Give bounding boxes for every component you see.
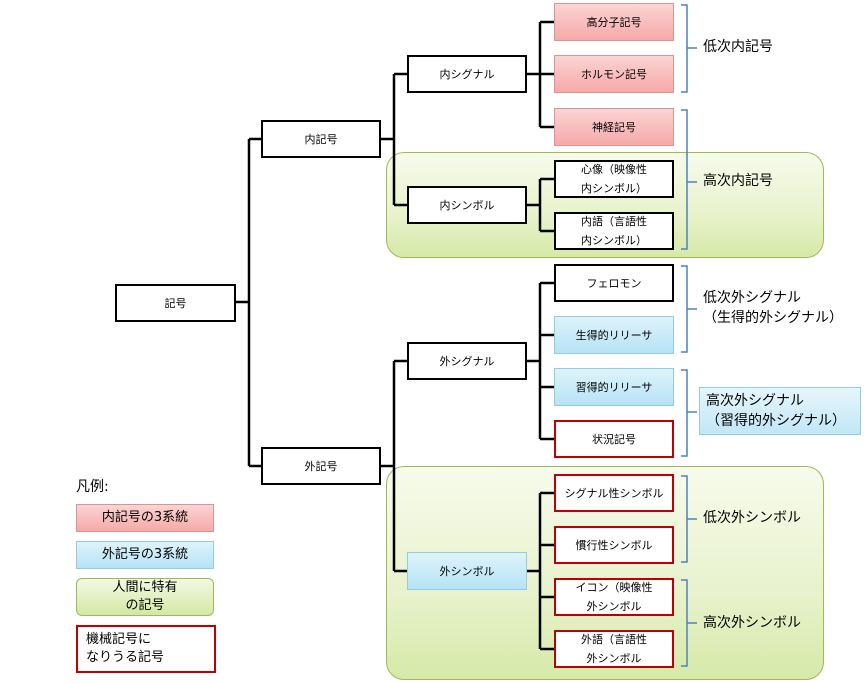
group-kouji-gai-signal-line2: （習得的外シグナル） bbox=[706, 413, 846, 429]
group-teiji-gai-signal-line1: 低次外シグナル bbox=[703, 290, 801, 306]
node-icon-line2: 外シンボル bbox=[586, 600, 642, 613]
node-shuutoku-releaser-label: 習得的リリーサ bbox=[575, 380, 653, 394]
legend-green-line2: の記号 bbox=[125, 598, 165, 613]
legend-red-line2: なりうる記号 bbox=[86, 650, 165, 665]
node-naigo-text: 内語（言語性内シンボル） bbox=[581, 212, 647, 250]
node-seitoku-releaser-label: 生得的リリーサ bbox=[575, 328, 653, 342]
legend-green-line1: 人間に特有 bbox=[112, 580, 178, 595]
node-koubunshi: 高分子記号 bbox=[554, 3, 674, 41]
group-kouji-gai-signal-line1: 高次外シグナル bbox=[706, 393, 804, 409]
node-shinzou: 心像（映像性内シンボル） bbox=[554, 160, 674, 198]
group-teiji-gai-signal-line2: （生得的外シグナル） bbox=[703, 310, 843, 326]
legend-pink-label: 内記号の3系統 bbox=[101, 510, 189, 525]
node-gaigo: 外語（言語性外シンボル bbox=[554, 630, 674, 668]
node-joukyou-label: 状況記号 bbox=[592, 432, 636, 446]
legend-green: 人間に特有の記号 bbox=[76, 578, 214, 616]
node-signal-sei: シグナル性シンボル bbox=[554, 474, 674, 512]
group-teiji-gai-symbol: 低次外シンボル bbox=[703, 510, 801, 526]
group-kouji-gai-signal: 高次外シグナル （習得的外シグナル） bbox=[699, 387, 861, 435]
node-signal-sei-label: シグナル性シンボル bbox=[564, 486, 664, 500]
node-icon-text: イコン（映像性外シンボル bbox=[576, 578, 653, 616]
node-kankou-sei-label: 慣行性シンボル bbox=[575, 538, 653, 552]
legend-red-text: 機械記号になりうる記号 bbox=[86, 631, 164, 667]
node-kigou: 記号 bbox=[115, 284, 236, 322]
legend-green-text: 人間に特有の記号 bbox=[112, 579, 177, 615]
node-shinzou-line2: 内シンボル） bbox=[581, 182, 647, 195]
node-icon-line1: イコン（映像性 bbox=[575, 581, 653, 594]
node-kankou-sei: 慣行性シンボル bbox=[554, 526, 674, 564]
node-nai-signal: 内シグナル bbox=[407, 55, 527, 93]
node-gai-symbol-label: 外シンボル bbox=[439, 564, 495, 578]
node-gai-kigou: 外記号 bbox=[261, 447, 381, 485]
node-shinkei: 神経記号 bbox=[554, 108, 674, 146]
legend-red-line1: 機械記号に bbox=[86, 632, 152, 647]
node-naigo-line1: 内語（言語性 bbox=[581, 215, 647, 228]
node-nai-signal-label: 内シグナル bbox=[439, 67, 495, 81]
node-koubunshi-label: 高分子記号 bbox=[586, 15, 642, 29]
node-pheromone: フェロモン bbox=[554, 264, 674, 302]
node-kigou-label: 記号 bbox=[164, 296, 187, 310]
node-gai-symbol: 外シンボル bbox=[407, 552, 527, 590]
node-shinzou-line1: 心像（映像性 bbox=[581, 163, 647, 176]
node-gaigo-line2: 外シンボル bbox=[586, 652, 642, 665]
legend-blue: 外記号の3系統 bbox=[76, 541, 214, 569]
group-teiji-gai-signal: 低次外シグナル （生得的外シグナル） bbox=[703, 288, 843, 328]
node-shinkei-label: 神経記号 bbox=[592, 120, 636, 134]
node-naigo-line2: 内シンボル） bbox=[581, 234, 647, 247]
node-seitoku-releaser: 生得的リリーサ bbox=[554, 316, 674, 354]
node-nai-symbol-label: 内シンボル bbox=[439, 198, 495, 212]
node-gai-signal: 外シグナル bbox=[407, 342, 527, 380]
legend-red: 機械記号になりうる記号 bbox=[76, 625, 216, 673]
legend-title: 凡例: bbox=[76, 479, 109, 495]
group-teiji-nai: 低次内記号 bbox=[703, 39, 773, 55]
group-kouji-nai: 高次内記号 bbox=[703, 173, 773, 189]
node-nai-symbol: 内シンボル bbox=[407, 186, 527, 224]
legend-pink: 内記号の3系統 bbox=[76, 504, 214, 532]
node-hormone-label: ホルモン記号 bbox=[581, 67, 647, 81]
node-icon: イコン（映像性外シンボル bbox=[554, 578, 674, 616]
group-kouji-gai-symbol: 高次外シンボル bbox=[703, 615, 801, 631]
node-nai-kigou-label: 内記号 bbox=[304, 132, 338, 146]
legend-blue-label: 外記号の3系統 bbox=[101, 547, 189, 562]
node-gai-kigou-label: 外記号 bbox=[304, 459, 338, 473]
node-nai-kigou: 内記号 bbox=[261, 120, 381, 158]
node-joukyou: 状況記号 bbox=[554, 420, 674, 458]
node-naigo: 内語（言語性内シンボル） bbox=[554, 212, 674, 250]
node-gaigo-line1: 外語（言語性 bbox=[581, 633, 647, 646]
node-shuutoku-releaser: 習得的リリーサ bbox=[554, 368, 674, 406]
node-shinzou-text: 心像（映像性内シンボル） bbox=[581, 160, 647, 198]
node-gai-signal-label: 外シグナル bbox=[439, 354, 495, 368]
node-gaigo-text: 外語（言語性外シンボル bbox=[581, 630, 647, 668]
node-pheromone-label: フェロモン bbox=[586, 276, 642, 290]
node-hormone: ホルモン記号 bbox=[554, 55, 674, 93]
